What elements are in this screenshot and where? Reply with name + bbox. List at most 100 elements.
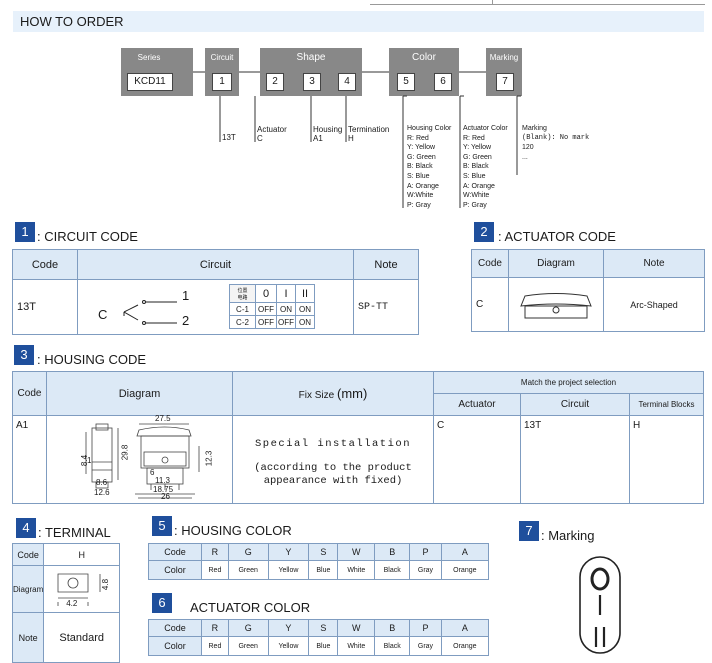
hc-color: Green: [227, 560, 269, 580]
mini-cell: ON: [276, 302, 296, 316]
circuit-label: Circuit: [210, 53, 234, 62]
circuit-section-number: 1: [15, 222, 35, 242]
terminal-section-title: : TERMINAL: [38, 525, 111, 540]
circuit-note-value: SP-TT: [353, 279, 419, 335]
ac-color: Red: [201, 636, 229, 656]
hc-code-label: Code: [148, 543, 202, 561]
actuator-col-note: Note: [603, 249, 705, 278]
housing-col-fix: Fix Size (mm): [232, 371, 434, 416]
ac-color: Black: [374, 636, 411, 656]
marking-section-number: 7: [519, 521, 539, 541]
mini-head-0: 0: [255, 284, 277, 303]
marking-list-title: Marking: [522, 125, 547, 132]
housing-color-item: G: Green: [407, 153, 436, 161]
marking-more: ...: [522, 153, 528, 161]
marking-list: Marking (Blank): No mark 120 ...: [522, 124, 589, 162]
ac-code: G: [227, 619, 269, 637]
housing-color-section-title: : HOUSING COLOR: [174, 523, 292, 538]
housing-color-section-number: 5: [152, 516, 172, 536]
ac-color: White: [337, 636, 376, 656]
fix-size-unit: (mm): [337, 386, 368, 401]
dim-8-6: 8.6: [96, 478, 108, 487]
mini-cell: OFF: [255, 315, 277, 329]
hc-code: Y: [267, 543, 310, 561]
circuit-table: Code Circuit Note 13T C 1 2: [12, 249, 419, 335]
dim-1: 1: [87, 456, 92, 465]
mini-row-name: C-1: [229, 302, 256, 316]
ac-code: B: [374, 619, 411, 637]
actuator-color-section-number: 6: [152, 593, 172, 613]
hc-color: White: [337, 560, 376, 580]
ac-color: Green: [227, 636, 269, 656]
ac-color: Blue: [308, 636, 339, 656]
housing-section-number: 3: [14, 345, 34, 365]
housing-color-item: R: Red: [407, 134, 429, 142]
housing-color-list: Housing Color R: Red Y: Yellow G: Green …: [407, 124, 451, 210]
actuator-color-item: P: Gray: [463, 201, 487, 209]
mini-cell: OFF: [255, 302, 277, 316]
hc-code: S: [308, 543, 339, 561]
actuator-col-diagram: Diagram: [508, 249, 604, 278]
series-value: KCD11: [127, 73, 173, 91]
actuator-col-code: Code: [471, 249, 509, 278]
actuator-color-section-title: ACTUATOR COLOR: [190, 600, 311, 615]
digit-3: 3: [303, 73, 321, 91]
ac-code: S: [308, 619, 339, 637]
marking-120: 120: [522, 144, 534, 152]
mini-row-name: C-2: [229, 315, 256, 329]
housing-table: Code Diagram Fix Size (mm) Match the pro…: [12, 371, 704, 504]
dim-6: 6: [150, 468, 155, 477]
housing-color-item: A: Orange: [407, 182, 439, 190]
termination-note-2: H: [348, 134, 354, 143]
ac-code: W: [337, 619, 376, 637]
mini-head-2: II: [295, 284, 315, 303]
ac-code: R: [201, 619, 229, 637]
terminal-dim-b: 4.2: [66, 599, 78, 608]
hc-color: Red: [201, 560, 229, 580]
hc-color: Black: [374, 560, 411, 580]
hc-color: Blue: [308, 560, 339, 580]
actuator-diagram-cell: [508, 277, 604, 332]
terminal-dim-a: 4.8: [101, 578, 111, 591]
actuator-section-title: : ACTUATOR CODE: [498, 229, 616, 244]
housing-col-circuit: Circuit: [520, 393, 630, 416]
housing-drawing: [85, 423, 200, 499]
arc-actuator-icon: [520, 293, 592, 319]
dim-29-8: 29.8: [120, 444, 130, 461]
dim-26: 26: [161, 492, 170, 501]
actuator-color-item: R: Red: [463, 134, 485, 142]
marking-blank: (Blank): No mark: [522, 133, 590, 142]
terminal-drawing: [57, 573, 101, 606]
ac-color: Yellow: [267, 636, 310, 656]
termination-note-1: Termination: [348, 125, 390, 134]
mini-cell: OFF: [276, 315, 296, 329]
hc-code: W: [337, 543, 376, 561]
actuator-section-number: 2: [474, 222, 494, 242]
housing-col-code: Code: [12, 371, 47, 416]
housing-color-item: S: Blue: [407, 172, 430, 180]
actuator-note-value: Arc-Shaped: [603, 277, 705, 332]
housing-col-terminal: Terminal Blocks: [629, 393, 704, 416]
actuator-table: Code Diagram Note C Arc-Shaped: [471, 249, 705, 332]
circuit-label-2: 2: [182, 313, 190, 328]
digit-1: 1: [212, 73, 232, 91]
marking-rocker-icon: [579, 556, 621, 654]
fix-line-1: Special installation: [254, 438, 412, 450]
actuator-color-list: Actuator Color R: Red Y: Yellow G: Green…: [463, 124, 508, 210]
mini-cell: ON: [295, 315, 315, 329]
digit-5: 5: [397, 73, 415, 91]
terminal-note-label: Note: [11, 612, 45, 663]
circuit-code: 13T: [12, 279, 78, 335]
dim-12-6: 12.6: [94, 488, 110, 497]
actuator-color-item: Y: Yellow: [463, 144, 492, 152]
actuator-code: C: [471, 277, 509, 332]
housing-col-actuator: Actuator: [433, 393, 521, 416]
shape-label: Shape: [296, 52, 326, 63]
circuit-section-title: : CIRCUIT CODE: [37, 229, 138, 244]
housing-color-item: B: Black: [407, 163, 433, 171]
ac-code: Y: [267, 619, 310, 637]
hc-color: Orange: [440, 560, 490, 580]
hc-code: G: [227, 543, 269, 561]
actuator-note-2: C: [257, 134, 263, 143]
housing-color-title: Housing Color: [407, 125, 452, 132]
